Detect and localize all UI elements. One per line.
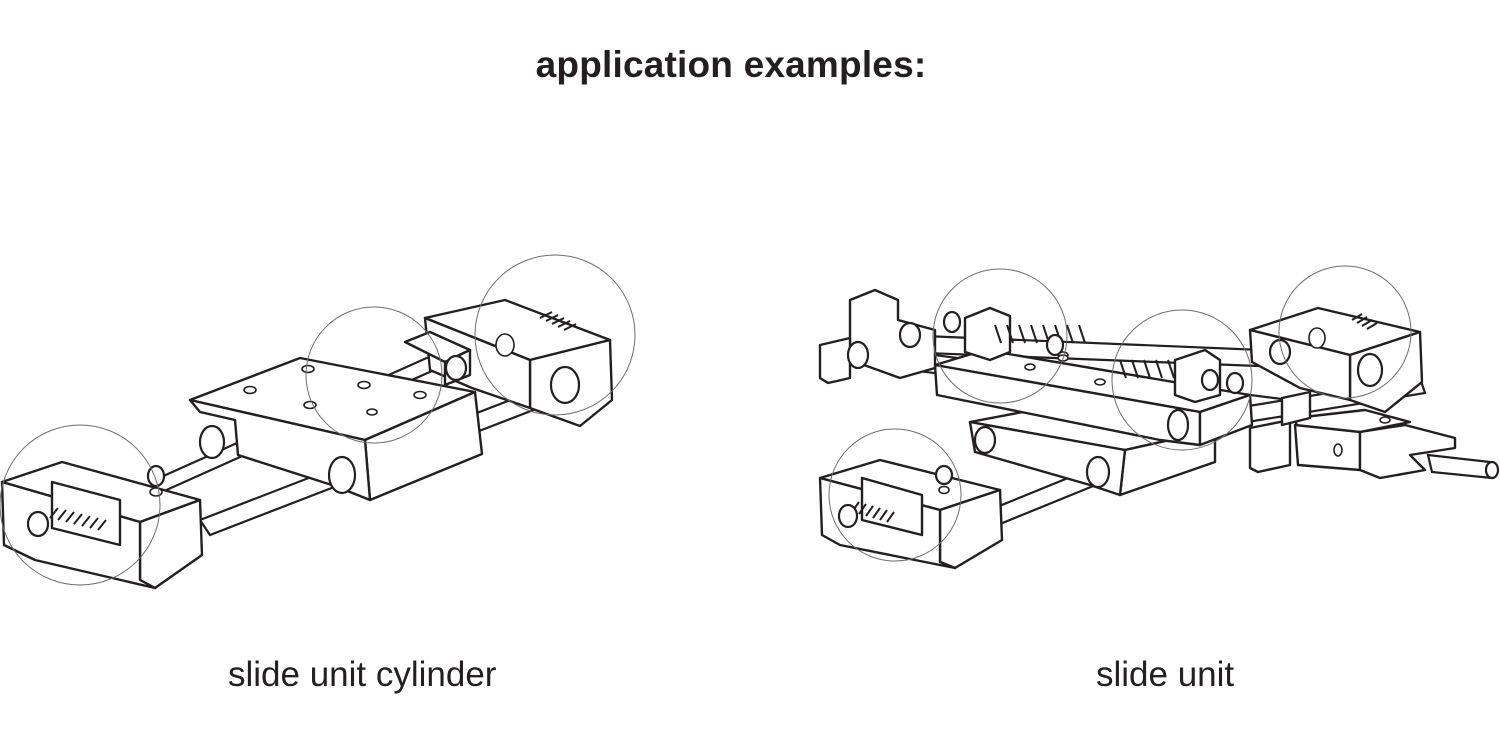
center-carriage: [188, 356, 484, 502]
slide-unit-drawing: [818, 265, 1500, 570]
left-bracket: [818, 288, 962, 385]
cross-slide: [1248, 390, 1500, 480]
highlight-circle-left-end: [0, 424, 161, 586]
caption-slide-unit-cylinder: slide unit cylinder: [228, 655, 497, 694]
middle-stopper: [1119, 348, 1245, 404]
slide-unit-cylinder-drawing: [0, 254, 636, 590]
caption-slide-unit: slide unit: [1096, 655, 1235, 694]
highlight-circle-upper-stopper: [932, 268, 1068, 404]
upper-stopper: [963, 306, 1086, 362]
highlight-circle-carriage: [305, 306, 443, 444]
highlight-circle-lower-end: [828, 428, 962, 562]
right-end-block: [1248, 306, 1424, 414]
upper-plate: [933, 348, 1254, 447]
stopper-bracket: [403, 330, 472, 387]
highlight-circle-right-end: [1278, 265, 1412, 399]
carriage-front-face: [188, 398, 372, 502]
highlight-circle-right-end: [474, 254, 636, 416]
left-end-block: [0, 460, 204, 590]
highlight-circle-middle-stopper: [1111, 309, 1253, 451]
page-title: application examples:: [535, 44, 927, 85]
lower-left-end-block: [818, 458, 1004, 570]
